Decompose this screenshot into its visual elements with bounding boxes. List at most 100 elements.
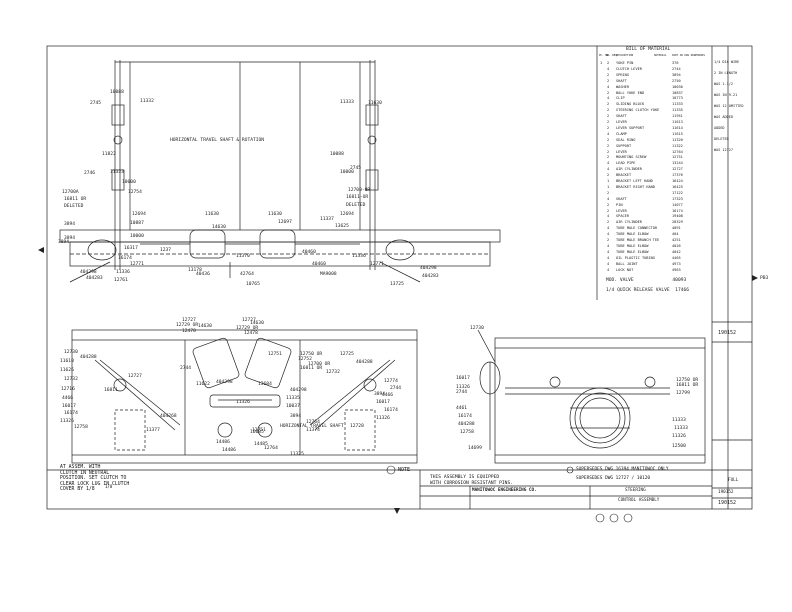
revision-entry: 2 IN LENGTH: [714, 71, 738, 75]
callout-label: 2746: [84, 171, 96, 176]
callout-label: 12771: [370, 262, 384, 267]
callout-label: 12774: [384, 379, 398, 384]
left-arrow-icon: [38, 247, 44, 253]
callout-label: 11374: [306, 428, 320, 433]
ref-symbol-1: [595, 513, 605, 523]
callout-label: 14630: [198, 324, 212, 329]
callout-label: 12727: [128, 374, 142, 379]
callout-label: 404283: [422, 274, 439, 279]
callout-label: 10887: [130, 221, 144, 226]
callout-label: 404283: [86, 276, 103, 281]
bom-cell: 4: [607, 196, 610, 201]
callout-label: 404288: [458, 422, 475, 427]
callout-label: 12771: [130, 262, 144, 267]
callout-label: 12725: [340, 352, 354, 357]
callout-label: 14486: [222, 448, 236, 453]
callout-label: 11377: [146, 428, 160, 433]
callout-label: 16174: [458, 414, 472, 419]
bom-cell: SPACER: [616, 214, 629, 219]
callout-label: 3894: [64, 236, 76, 241]
callout-label: 11622: [196, 382, 210, 387]
bom-header: PC. NO.: [599, 54, 610, 57]
callout-label: 11630: [205, 212, 219, 217]
bom-cell: 1: [607, 184, 610, 189]
bom-cell: 4: [607, 226, 610, 231]
bom-cell: 19408: [672, 214, 683, 219]
callout-label: 16317: [124, 246, 138, 251]
bom-header: MATERIAL: [654, 54, 667, 57]
bom-cell: 2: [607, 238, 610, 242]
bom-cell: TUBE MALE ELBOW: [616, 249, 649, 254]
callout-label: 14485: [254, 442, 268, 447]
bom-cell: 4: [607, 66, 610, 71]
callout-label: 12732: [64, 377, 78, 382]
callout-label: 12694: [132, 212, 146, 217]
callout-label: 11630: [368, 101, 382, 106]
callout-label: 11333: [674, 426, 688, 431]
bom-cell: 11335: [672, 108, 683, 113]
bom-cell: 2744: [672, 66, 681, 71]
callout-label: 12697: [278, 220, 292, 225]
callout-label: 11822: [102, 152, 116, 157]
callout-label: 404298: [290, 388, 307, 393]
company-name: MANITOWOC ENGINEERING CO.: [472, 488, 537, 493]
callout-label: 3894: [290, 414, 302, 419]
bom-cell: LEVER SUPPORT: [616, 125, 645, 130]
bom-cell: SEAL RING: [616, 137, 636, 142]
callout-label: 11630: [268, 212, 282, 217]
callout-label: 404268: [160, 414, 177, 419]
bom-cell: 1: [600, 61, 603, 65]
callout-label: 14630: [250, 321, 264, 326]
callout-label: 13178: [188, 268, 202, 273]
bom-cell: 16425: [672, 184, 683, 189]
callout-label: 12758: [74, 425, 88, 430]
callout-label: 16174: [384, 408, 398, 413]
callout-label: 4466: [382, 393, 394, 398]
callout-label: 10088: [110, 90, 124, 95]
callout-label: 16811-OR: [346, 195, 369, 200]
top-view: [59, 60, 501, 283]
callout-label: 12728: [350, 424, 364, 429]
callout-label: 11333: [340, 100, 354, 105]
bom-cell: 11613: [672, 120, 683, 124]
bom-cell: LEVER: [616, 149, 627, 154]
bom-header: NO. REQ.: [606, 54, 619, 57]
bom-cell: 2: [607, 102, 610, 107]
bom-cell: 4: [607, 131, 610, 136]
callout-label: 12799: [676, 391, 690, 396]
callout-label: 11335: [286, 396, 300, 401]
bom-cell: SLIDING BLOCK: [616, 102, 645, 107]
mod-valve: MOD. VALVE 40093: [606, 278, 687, 283]
revision-entry: WAS 12727: [714, 148, 733, 152]
bom-cell: 4963: [672, 267, 681, 272]
callout-label: 13725: [390, 282, 404, 287]
bom-cell: 4042: [672, 249, 681, 254]
callout-label: 12758: [460, 430, 474, 435]
callout-label: 40460: [312, 262, 326, 267]
callout-label: 12750 OR: [300, 352, 323, 357]
callout-label: 404298: [216, 380, 233, 385]
callout-label: 2744: [456, 390, 468, 395]
callout-label: 11326: [236, 400, 250, 405]
bom-cell: 2: [607, 220, 610, 225]
callout-label: 11333: [110, 170, 124, 175]
bom-cell: LOCK NUT: [616, 267, 634, 272]
callout-label: 11626: [60, 368, 74, 373]
bom-cell: STEERING CLUTCH YOKE: [616, 108, 660, 113]
bom-cell: TUBE MALE ELBOW: [616, 232, 649, 237]
callout-label: 11326: [672, 434, 686, 439]
